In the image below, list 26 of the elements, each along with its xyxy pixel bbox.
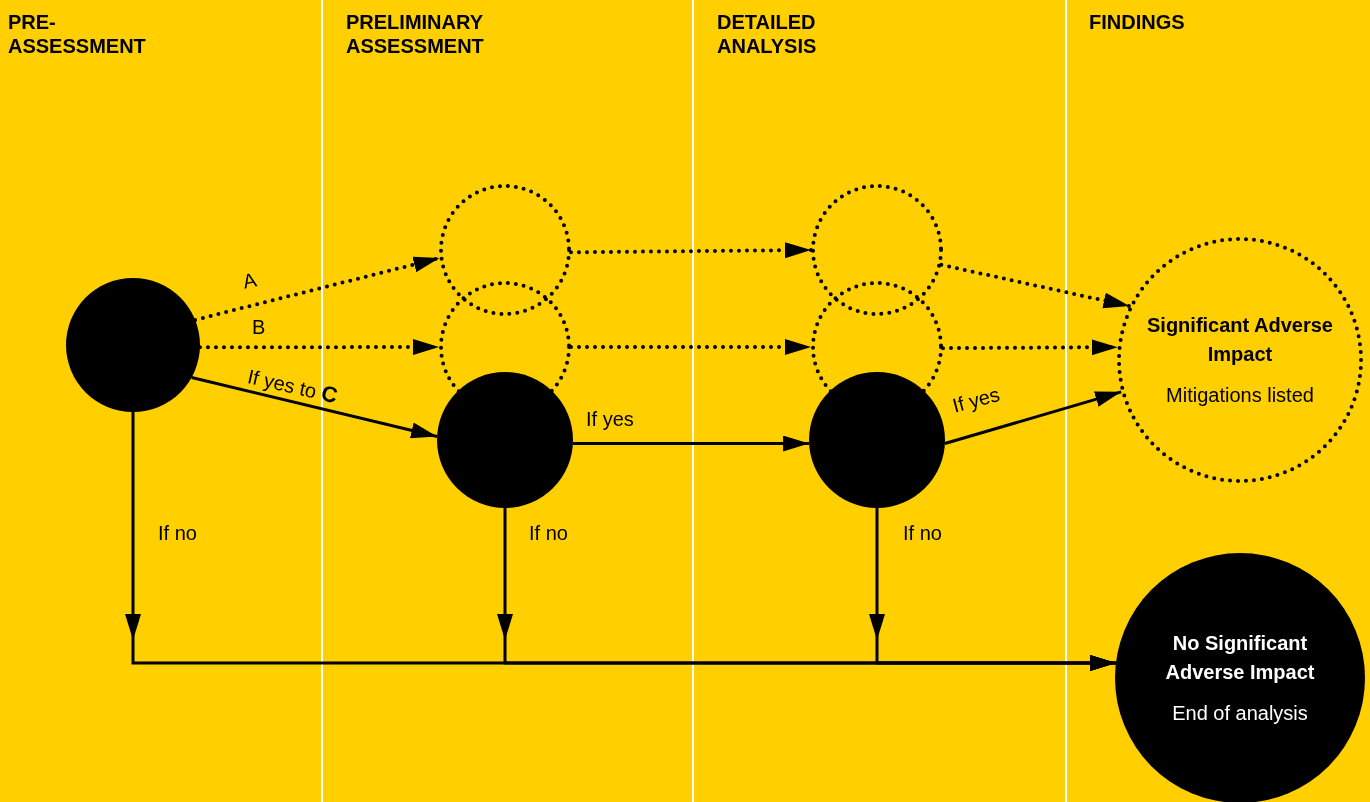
edge-label: B — [252, 315, 266, 339]
edge-label: If no — [903, 521, 942, 545]
column-header: PRE- ASSESSMENT — [8, 10, 147, 58]
dotted-circle — [439, 184, 571, 316]
circle-heading: No Significant Adverse Impact — [1164, 630, 1316, 685]
arrow — [944, 390, 1122, 445]
edge-label: If no — [158, 521, 197, 545]
edge-label: If no — [529, 521, 568, 545]
column-header: PRELIMINARY ASSESSMENT — [346, 10, 485, 58]
dotted-circle — [1117, 237, 1363, 483]
edge-label: If yes — [586, 407, 634, 431]
circle-text: Mitigations listed — [1165, 382, 1315, 408]
circle-text: End of analysis — [1171, 700, 1309, 726]
dotted-arrow — [193, 256, 442, 322]
edge-label: A — [240, 267, 259, 294]
dotted-circle — [811, 184, 943, 316]
column-header: FINDINGS — [1089, 10, 1186, 34]
dotted-arrow — [568, 242, 813, 259]
dotted-arrow — [939, 262, 1132, 309]
arrow — [572, 435, 810, 452]
circle-heading: Significant Adverse Impact — [1146, 312, 1334, 367]
column-header: DETAILED ANALYSIS — [717, 10, 818, 58]
dotted-arrow — [941, 339, 1120, 356]
arrow — [191, 376, 438, 439]
edge-label: If yes — [949, 382, 1003, 418]
edge-label: If yes to C — [245, 364, 340, 409]
